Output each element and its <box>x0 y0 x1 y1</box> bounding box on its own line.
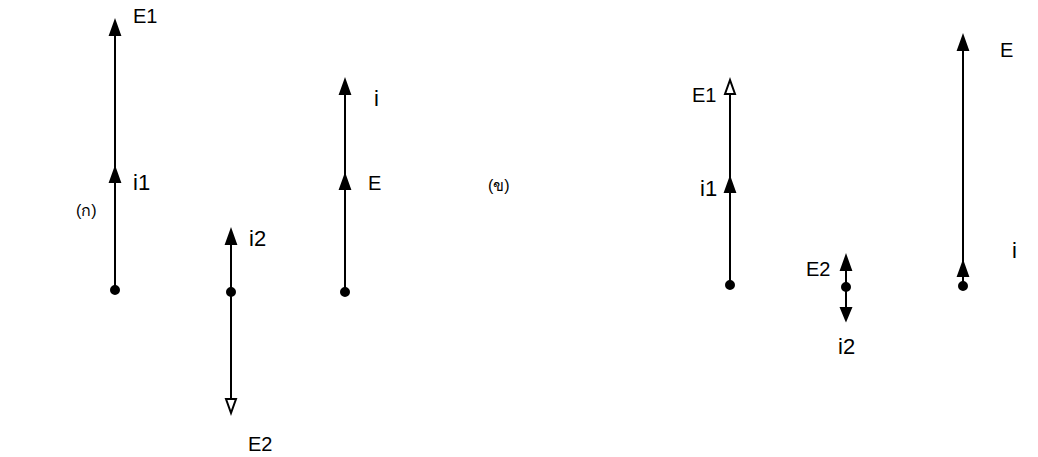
phasor-label: E1 <box>692 85 716 105</box>
phasor-label: i2 <box>838 336 855 358</box>
phasor-label: E <box>1000 40 1013 60</box>
phasor-label: i2 <box>249 228 266 250</box>
figure-tag: (ข) <box>488 178 510 194</box>
phasor-label: i <box>1012 240 1017 262</box>
phasor-label: i1 <box>700 178 717 200</box>
phasor-label: E2 <box>248 434 272 454</box>
phasor-label: i1 <box>133 172 150 194</box>
phasor-label: E <box>368 173 381 193</box>
figure-tag: (ก) <box>76 203 97 219</box>
phasor-label: E1 <box>133 6 157 26</box>
phasor-label: E2 <box>806 259 830 279</box>
phasor-label: i <box>374 88 379 110</box>
